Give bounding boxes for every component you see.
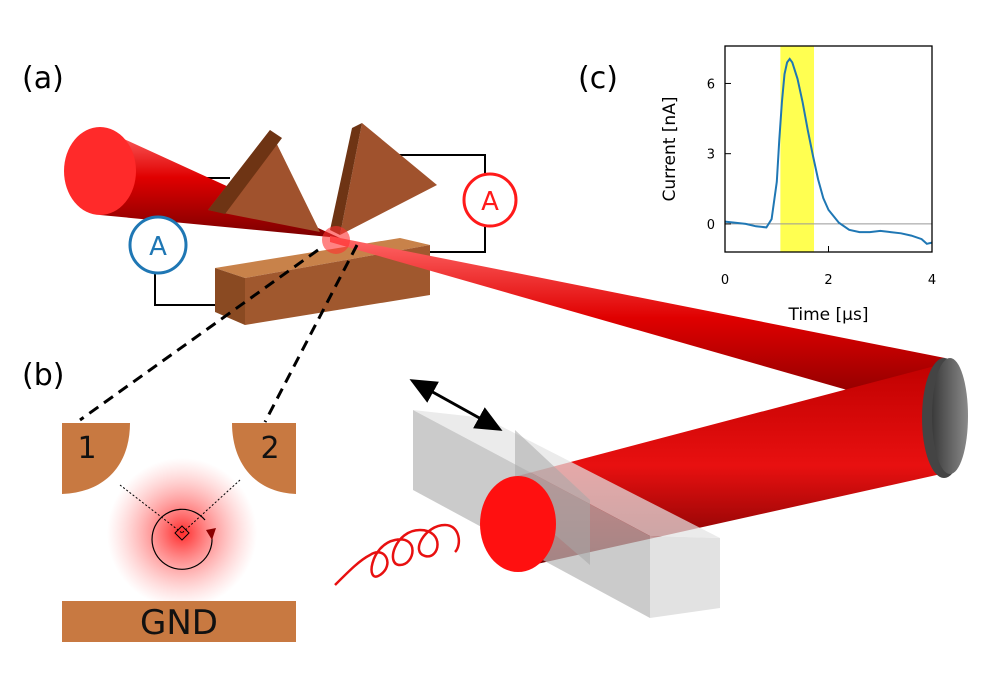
ammeter-left-label: A	[149, 232, 167, 262]
x-tick-label: 0	[721, 273, 729, 288]
ammeter-right-label: A	[481, 187, 499, 217]
chart-series-line	[724, 57, 933, 245]
photon-wave-icon	[334, 523, 461, 586]
inset-ground: GND	[62, 601, 296, 643]
chart-y-ticks: 0 3 6	[707, 77, 731, 233]
chart-frame	[724, 45, 933, 253]
panel-label-a: (a)	[22, 61, 64, 96]
glass-plate	[515, 430, 590, 565]
inset-electrode-2: 2	[232, 423, 296, 494]
chart-x-label: Time [µs]	[788, 305, 869, 325]
ammeter-left: A	[128, 215, 188, 275]
inset-field-lines	[119, 479, 241, 534]
focus-spot	[322, 226, 350, 254]
electrode-right	[330, 123, 437, 235]
electrode-1-label: 1	[77, 431, 96, 466]
y-tick-label: 3	[707, 148, 715, 163]
polarization-arrow	[409, 379, 503, 431]
ground-label: GND	[140, 603, 218, 643]
rotation-arrow-icon	[151, 508, 213, 570]
y-tick-label: 0	[707, 218, 715, 233]
laser-beam-diverging	[330, 236, 945, 418]
laser-spot-inset	[107, 458, 257, 608]
ammeter-right: A	[462, 172, 518, 228]
panel-label-b: (b)	[22, 358, 64, 393]
current-chart: 0 2 4 0 3 6 Time [µs] Current [nA]	[660, 45, 936, 325]
right-angle-icon	[174, 525, 190, 541]
inset-electrode-1: 1	[62, 423, 130, 494]
x-tick-label: 2	[824, 273, 832, 288]
panel-label-c: (c)	[578, 61, 618, 96]
electrode-left	[208, 130, 320, 232]
rotation-arrowhead-icon	[206, 528, 216, 540]
x-tick-label: 4	[928, 273, 936, 288]
beam-front-face	[480, 476, 556, 572]
chart-y-label: Current [nA]	[660, 97, 680, 202]
y-tick-label: 6	[707, 77, 715, 92]
electrode-2-label: 2	[260, 431, 279, 466]
zoom-lines	[79, 244, 359, 423]
mirror	[922, 358, 968, 478]
chart-x-ticks: 0 2 4	[721, 246, 936, 288]
